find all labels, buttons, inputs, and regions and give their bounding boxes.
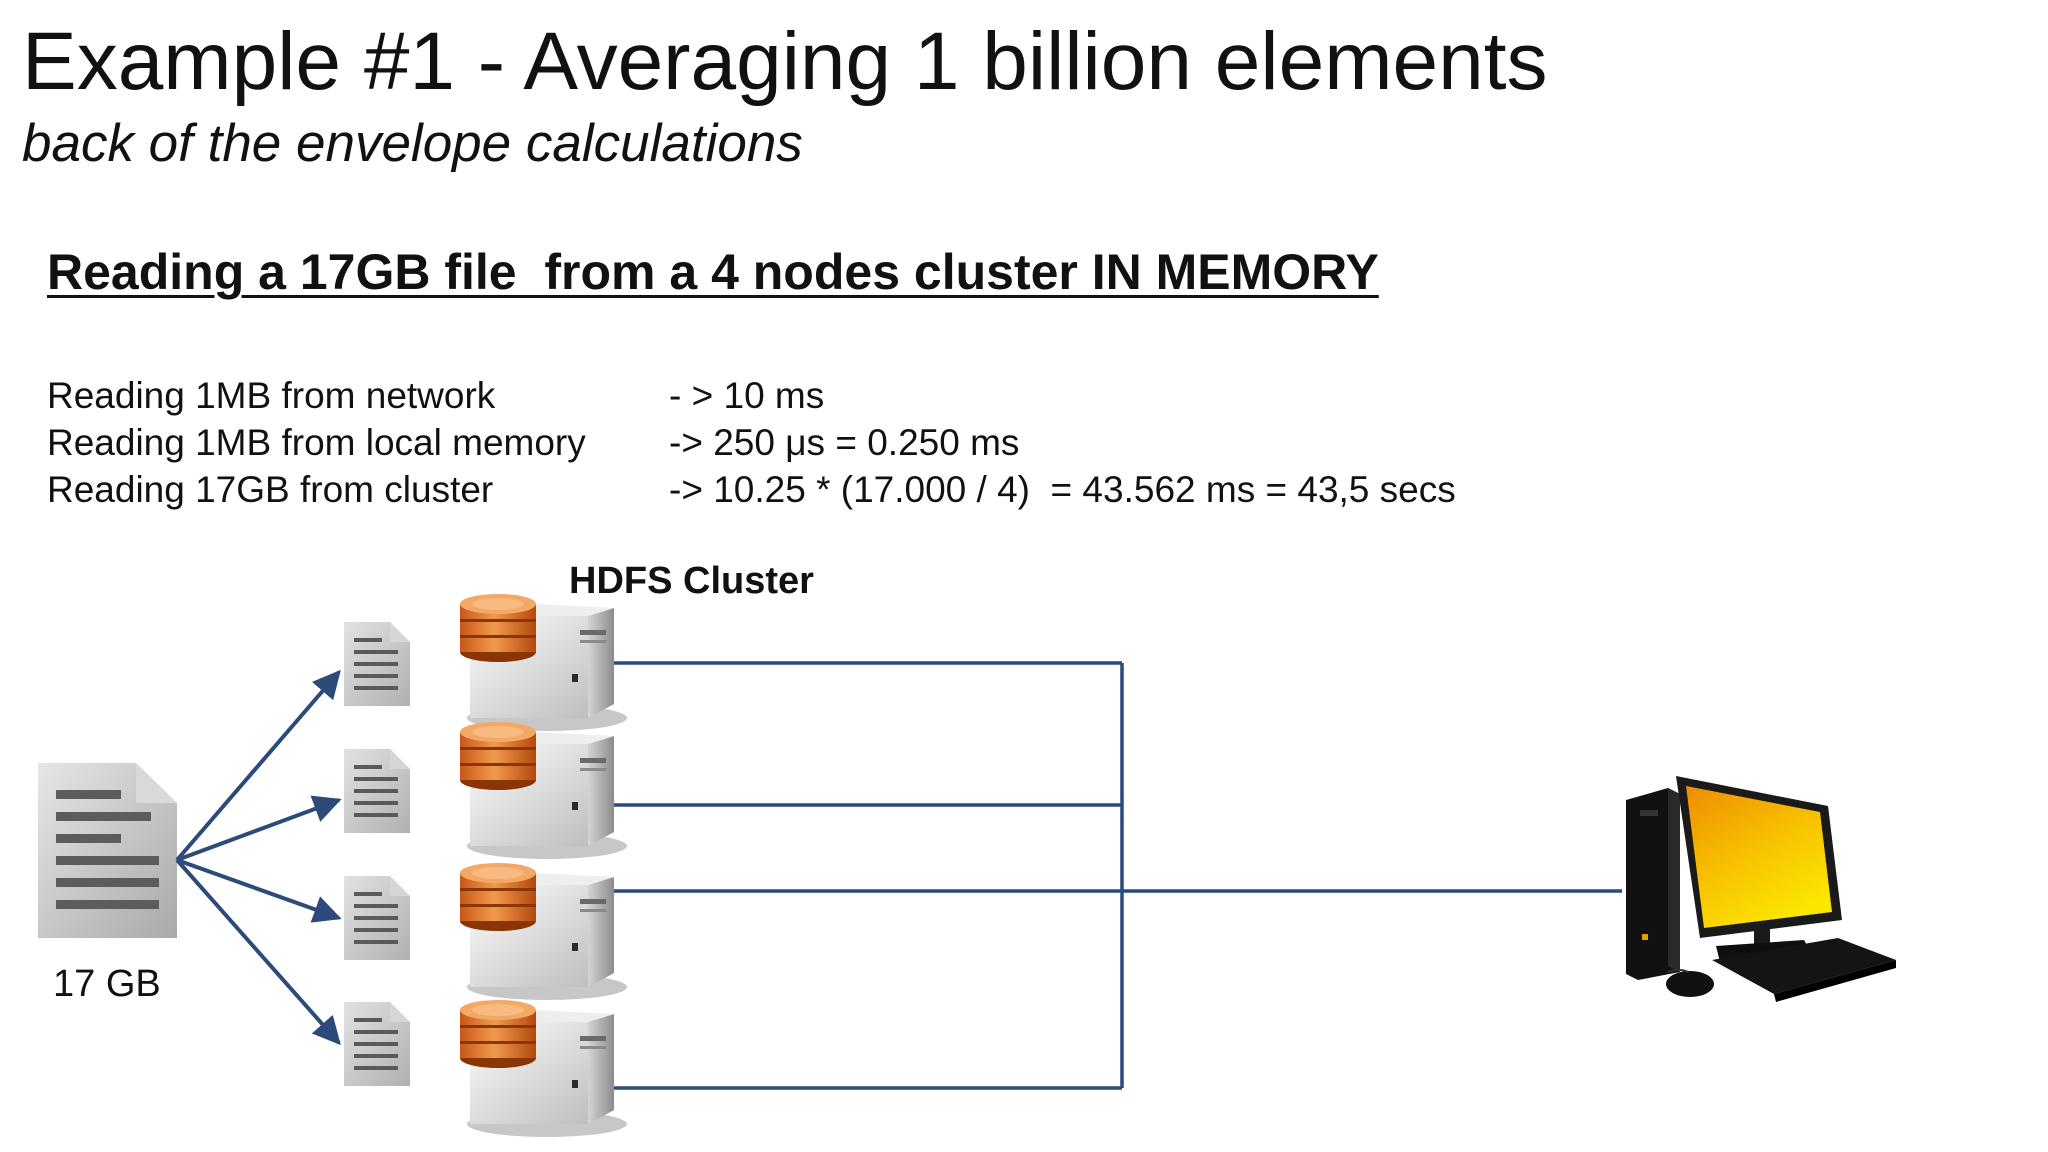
slide-subtitle: back of the envelope calculations xyxy=(22,114,803,173)
database-server-icon xyxy=(460,722,627,859)
calculation-row: Reading 1MB from network - > 10 ms xyxy=(47,372,824,419)
database-server-icon xyxy=(460,1000,627,1137)
arrow xyxy=(175,669,341,862)
network-connectors xyxy=(612,661,1622,1090)
document-icon xyxy=(344,876,410,960)
document-icon xyxy=(344,622,410,706)
calculation-label: Reading 1MB from network xyxy=(47,375,496,416)
document-icon xyxy=(344,749,410,833)
database-server-icon xyxy=(460,863,627,1000)
split-arrows xyxy=(175,669,342,1046)
calculation-label: Reading 17GB from cluster xyxy=(47,469,494,510)
arrow xyxy=(176,858,342,923)
cluster-label: HDFS Cluster xyxy=(569,560,814,602)
file-size-label: 17 GB xyxy=(53,963,161,1005)
calculation-value: - > 10 ms xyxy=(669,375,825,416)
database-server-icon xyxy=(460,594,627,731)
section-heading: Reading a 17GB file from a 4 nodes clust… xyxy=(47,244,1379,300)
desktop-computer-icon xyxy=(1626,776,1896,1002)
calculation-value: -> 10.25 * (17.000 / 4) = 43.562 ms = 43… xyxy=(669,469,1456,510)
calculation-row: Reading 17GB from cluster -> 10.25 * (17… xyxy=(47,466,1456,513)
arrow xyxy=(176,795,342,862)
calculation-row: Reading 1MB from local memory -> 250 μs … xyxy=(47,419,1019,466)
slide-title: Example #1 - Averaging 1 billion element… xyxy=(22,16,1548,107)
large-document-icon xyxy=(38,763,177,938)
calculation-label: Reading 1MB from local memory xyxy=(47,422,586,463)
calculation-value: -> 250 μs = 0.250 ms xyxy=(669,422,1020,463)
document-icon xyxy=(344,1002,410,1086)
arrow xyxy=(175,858,341,1046)
calculation-list: Reading 1MB from network - > 10 ms Readi… xyxy=(47,372,1456,513)
